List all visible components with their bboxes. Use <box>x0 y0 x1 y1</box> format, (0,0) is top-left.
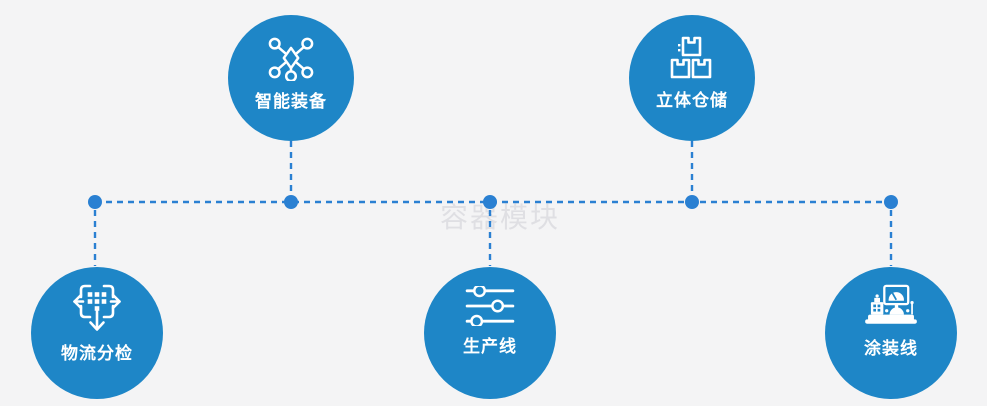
junction-dot <box>884 195 898 209</box>
stacked-boxes-icon <box>670 36 712 79</box>
network-nodes-icon <box>268 37 314 82</box>
junction-dot <box>483 195 497 209</box>
node-label: 立体仓储 <box>656 91 728 112</box>
node-label: 智能装备 <box>255 92 327 113</box>
node-logistics-sorting: 物流分检 <box>31 267 163 399</box>
node-label: 涂装线 <box>864 339 918 360</box>
node-stereo-warehouse: 立体仓储 <box>629 15 755 141</box>
node-smart-equipment: 智能装备 <box>228 15 354 141</box>
node-production-line: 生产线 <box>424 267 556 399</box>
node-label: 生产线 <box>463 337 517 358</box>
node-coating-line: 涂装线 <box>825 267 957 399</box>
node-label: 物流分检 <box>61 344 133 365</box>
junction-dot <box>284 195 298 209</box>
junction-dot <box>88 195 102 209</box>
junction-dot <box>685 195 699 209</box>
control-console-icon <box>865 285 917 324</box>
watermark: 容器模块 <box>439 201 561 234</box>
sliders-icon <box>465 286 515 327</box>
dispatch-arrows-icon <box>73 284 121 332</box>
